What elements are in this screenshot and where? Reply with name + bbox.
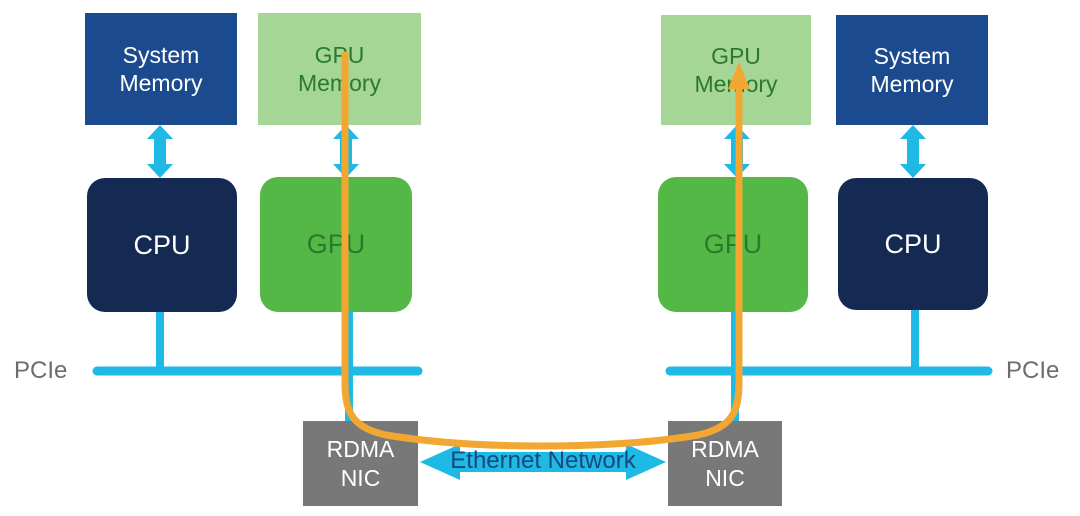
cpu-label-left: CPU: [133, 229, 191, 260]
bidirectional-arrow-icon-gpumem-gpu-right: [724, 125, 750, 178]
bidirectional-arrow-icon-sysmem-cpu-left: [147, 125, 173, 178]
rdma-nic-label-right: RDMA NIC: [691, 436, 759, 491]
system-memory-label-right: System Memory: [870, 42, 954, 97]
bidirectional-arrow-icon-gpumem-gpu-left: [333, 125, 359, 178]
cpu-label-right: CPU: [884, 228, 942, 259]
bidirectional-arrow-icon-sysmem-cpu-right: [900, 125, 926, 178]
cpu-box-left: CPU: [87, 178, 237, 312]
rdma-nic-label-left: RDMA NIC: [326, 436, 395, 491]
pcie-label-right: PCIe: [1006, 357, 1060, 384]
rdma-nic-box-left: RDMA NIC: [303, 421, 418, 506]
gpu-label-right: GPU: [703, 229, 763, 260]
gpu-memory-box-left: GPU Memory: [258, 13, 421, 125]
rdma-nic-box-right: RDMA NIC: [668, 421, 782, 506]
system-memory-box-left: System Memory: [85, 13, 237, 125]
system-memory-label-left: System Memory: [119, 41, 203, 96]
gpu-memory-label-left: GPU Memory: [297, 41, 382, 96]
gpu-box-left: GPU: [260, 177, 412, 312]
ethernet-network-label: Ethernet Network: [450, 447, 636, 474]
pcie-label-left: PCIe: [14, 357, 68, 384]
ethernet-network-arrow-icon: [420, 444, 666, 480]
gpu-memory-box-right: GPU Memory: [661, 15, 811, 125]
system-memory-box-right: System Memory: [836, 15, 988, 125]
gpu-label-left: GPU: [306, 229, 366, 260]
gpu-memory-label-right: GPU Memory: [694, 42, 778, 97]
gpu-box-right: GPU: [658, 177, 808, 312]
cpu-box-right: CPU: [838, 178, 988, 310]
